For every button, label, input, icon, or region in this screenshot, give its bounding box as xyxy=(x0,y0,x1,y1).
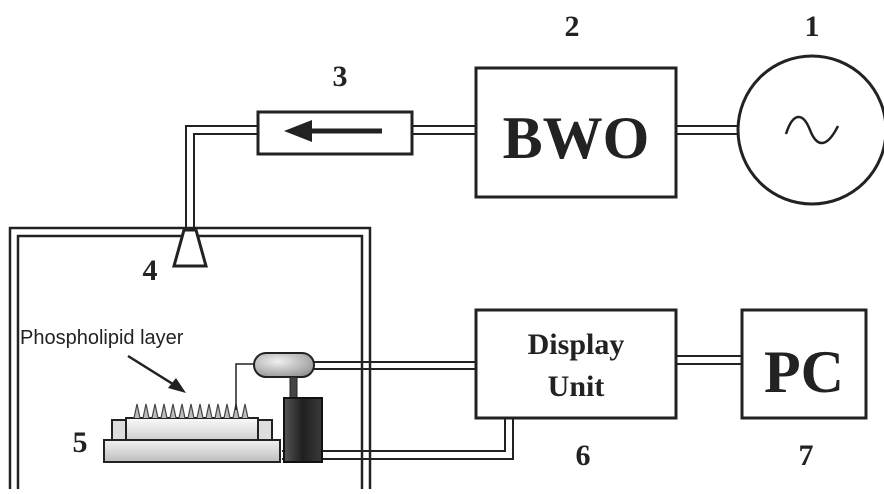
lipid-molecules xyxy=(133,403,249,419)
phospholipid-annotation: Phospholipid layer xyxy=(20,327,186,393)
horn-icon xyxy=(172,228,208,268)
pc-block: PC 7 xyxy=(740,308,868,472)
label-number-5: 5 xyxy=(73,426,88,459)
waveguide-lines xyxy=(185,125,742,460)
arrow-left-icon xyxy=(284,120,312,142)
label-number-4: 4 xyxy=(143,254,158,287)
detector-mount xyxy=(283,397,323,463)
sine-wave-icon xyxy=(784,115,840,145)
phospholipid-layer xyxy=(125,417,259,441)
annotation-arrow-icon xyxy=(168,378,186,393)
horn-antenna: 4 xyxy=(143,228,208,287)
label-number-2: 2 xyxy=(565,10,580,43)
signal-source: 1 xyxy=(736,10,884,206)
label-number-7: 7 xyxy=(799,439,814,472)
display-unit-line1: Display xyxy=(528,328,625,361)
label-number-6: 6 xyxy=(576,439,591,472)
pc-label: PC xyxy=(764,339,844,405)
display-unit-line2: Unit xyxy=(548,370,605,403)
base-plate xyxy=(103,439,281,463)
label-number-3: 3 xyxy=(333,60,348,93)
label-number-1: 1 xyxy=(805,10,820,43)
display-unit-block: Display Unit 6 xyxy=(474,308,678,472)
annotation-text: Phospholipid layer xyxy=(20,327,184,349)
detector-capsule xyxy=(253,352,315,378)
sample-assembly: 5 xyxy=(73,352,323,463)
bwo-block: BWO 2 xyxy=(474,10,678,199)
bwo-label: BWO xyxy=(503,105,650,171)
isolator-block: 3 xyxy=(256,60,414,156)
